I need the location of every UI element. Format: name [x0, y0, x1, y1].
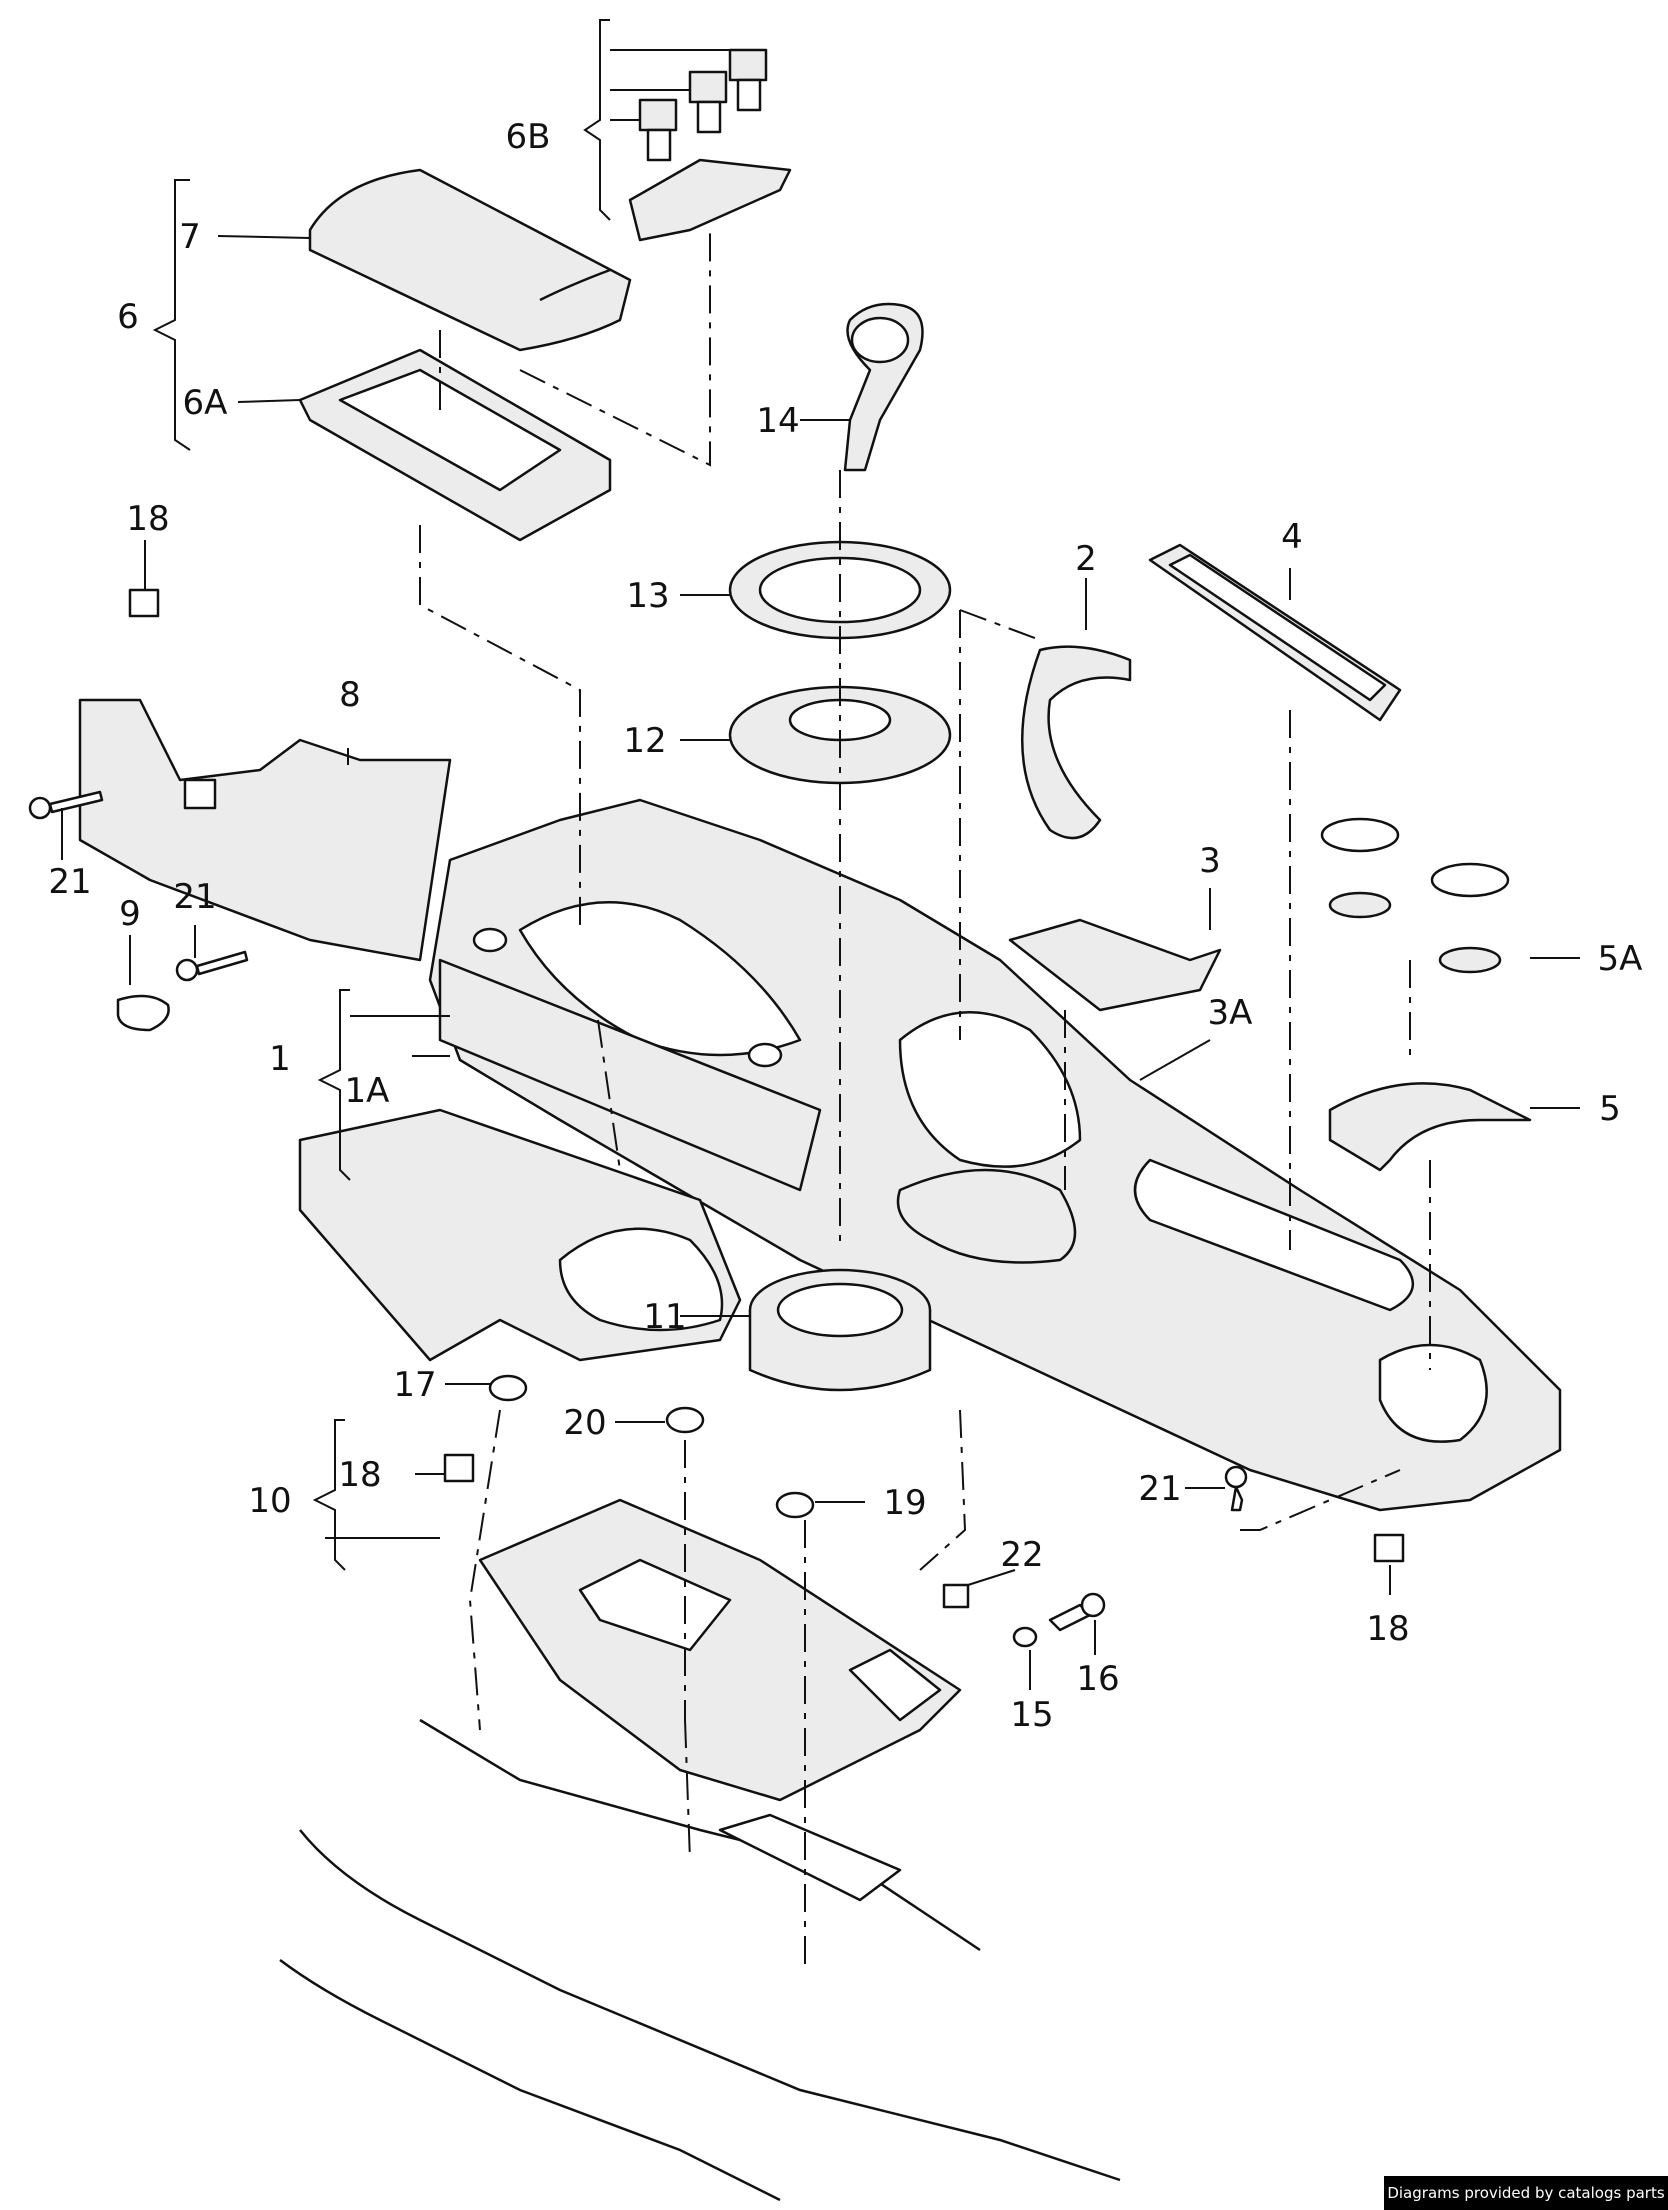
callout-10: 10	[248, 1481, 291, 1521]
callout-19: 19	[883, 1483, 926, 1523]
callout-21-left: 21	[48, 862, 91, 902]
callout-18-right: 18	[1366, 1609, 1409, 1649]
callout-18-top: 18	[126, 499, 169, 539]
screw-part	[28, 790, 1248, 1512]
mounting-ring-part	[748, 1268, 932, 1392]
callout-21-right: 21	[1138, 1469, 1181, 1509]
callout-2: 2	[1075, 539, 1097, 579]
center-console-part	[428, 798, 1562, 1512]
callout-18-left: 18	[338, 1455, 381, 1495]
callout-22: 22	[1000, 1535, 1043, 1575]
ashtray-part	[1148, 543, 1402, 722]
assembly-lines	[419, 230, 1431, 1970]
callout-21-mid: 21	[173, 877, 216, 917]
callout-9: 9	[119, 894, 141, 934]
footer-credit: Diagrams provided by catalogs parts	[1384, 2176, 1668, 2210]
storage-lid-part	[308, 168, 632, 352]
callout-14: 14	[756, 401, 799, 441]
callout-7: 7	[179, 217, 201, 257]
callout-13: 13	[626, 576, 669, 616]
callout-11: 11	[643, 1297, 686, 1337]
callout-6b: 6B	[506, 117, 551, 157]
callout-17: 17	[393, 1365, 436, 1405]
leader-lines	[61, 49, 1580, 1690]
callout-brackets	[152, 19, 611, 1571]
bracket-assembly-part	[478, 1498, 962, 1802]
callout-3a: 3A	[1208, 993, 1253, 1033]
callout-16: 16	[1076, 1659, 1119, 1699]
gear-knob-part	[843, 302, 924, 472]
callout-20: 20	[563, 1403, 606, 1443]
storage-tray-part	[298, 348, 612, 542]
callout-15: 15	[1010, 1695, 1053, 1735]
spacer-part	[942, 1583, 970, 1609]
floor-tunnel-outline	[279, 1718, 1121, 2202]
callout-3: 3	[1199, 841, 1221, 881]
callout-12: 12	[623, 721, 666, 761]
side-trim-part	[298, 958, 822, 1362]
cap-part	[116, 994, 170, 1032]
callout-5: 5	[1599, 1089, 1621, 1129]
callout-1: 1	[269, 1039, 291, 1079]
callout-4: 4	[1281, 517, 1303, 557]
callout-5a: 5A	[1598, 939, 1643, 979]
callout-8: 8	[339, 675, 361, 715]
cup-holder-cover-part	[1328, 1082, 1532, 1172]
side-panel-part	[78, 698, 452, 962]
switch-module-part	[628, 48, 792, 242]
cover-part-3	[1008, 918, 1222, 1012]
callout-6a: 6A	[183, 383, 228, 423]
clip-part	[128, 588, 1405, 1563]
callout-labels: 7 6 6A 6B 14 13 12 11 2 4 3 3A 5A 5 18 8…	[48, 117, 1642, 1735]
washer-part	[1012, 1626, 1038, 1648]
callout-6: 6	[117, 297, 139, 337]
cover-part-2	[1020, 645, 1132, 840]
nut-part	[488, 1374, 815, 1519]
cup-holder-part	[1320, 817, 1510, 974]
bolt-part	[1048, 1592, 1106, 1632]
callout-1a: 1A	[345, 1071, 390, 1111]
